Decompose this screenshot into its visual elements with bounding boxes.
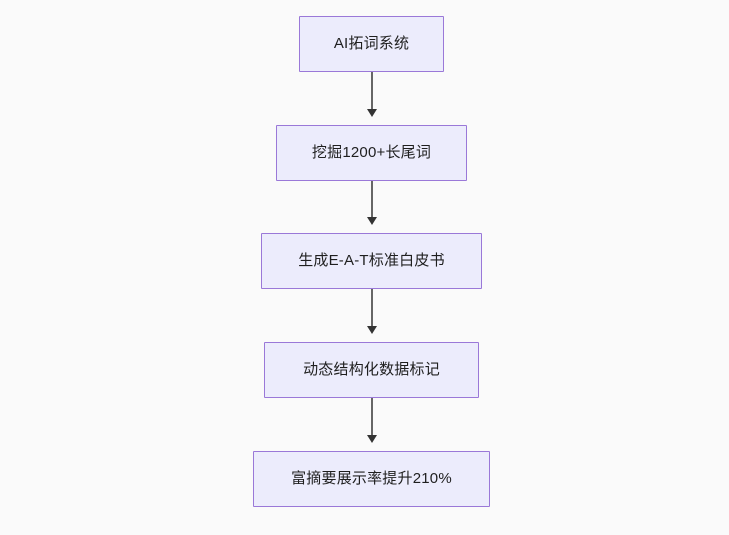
- flow-node-label: AI拓词系统: [333, 35, 410, 52]
- arrowhead-icon: [367, 435, 377, 443]
- arrowhead-icon: [367, 217, 377, 225]
- connector-line: [371, 72, 373, 110]
- flow-node-4[interactable]: 动态结构化数据标记: [264, 342, 479, 398]
- connector-line: [371, 289, 373, 327]
- arrowhead-icon: [367, 109, 377, 117]
- flow-node-label: 动态结构化数据标记: [303, 361, 440, 378]
- flow-node-2[interactable]: 挖掘1200+长尾词: [276, 125, 467, 181]
- flow-node-label: 生成E-A-T标准白皮书: [298, 252, 445, 269]
- flow-node-3[interactable]: 生成E-A-T标准白皮书: [261, 233, 482, 289]
- flow-node-label: 富摘要展示率提升210%: [291, 470, 452, 487]
- connector-line: [371, 181, 373, 218]
- flow-node-5[interactable]: 富摘要展示率提升210%: [253, 451, 490, 507]
- arrowhead-icon: [367, 326, 377, 334]
- connector-line: [371, 398, 373, 436]
- flow-node-label: 挖掘1200+长尾词: [311, 144, 432, 161]
- flow-node-1[interactable]: AI拓词系统: [299, 16, 444, 72]
